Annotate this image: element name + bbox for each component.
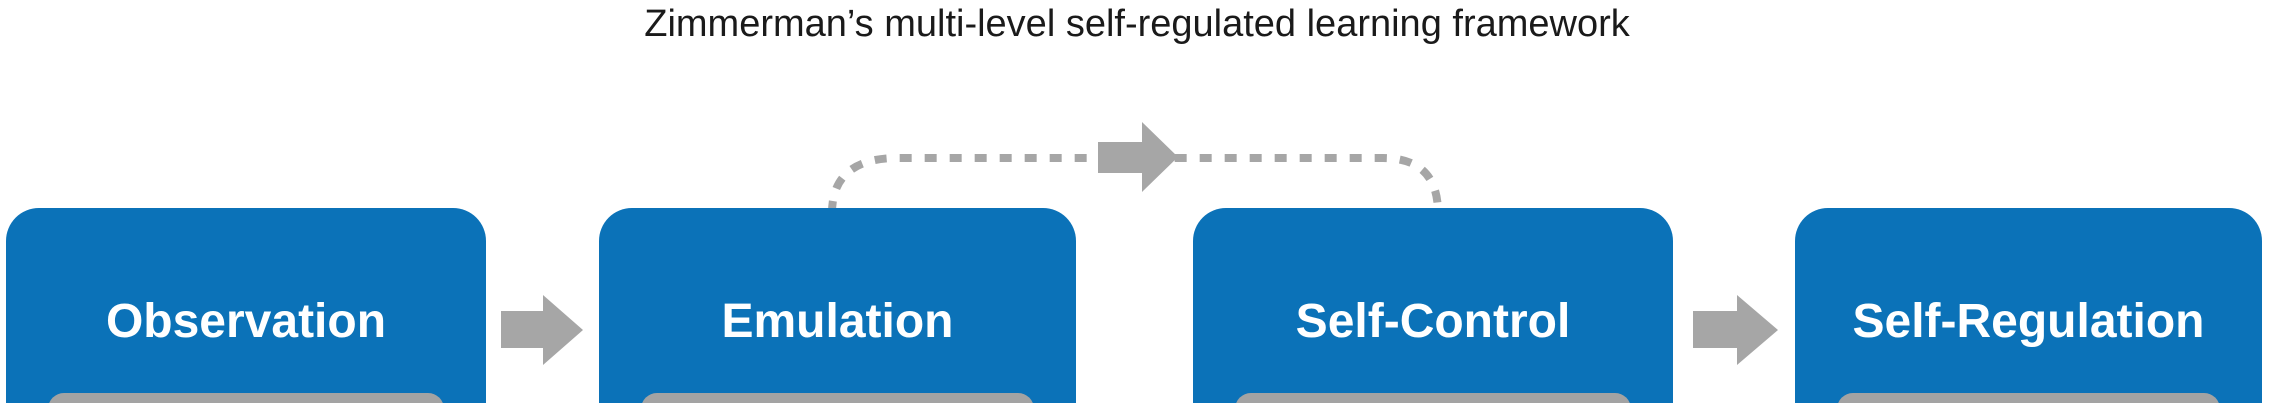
arrow-selfcontrol-to-selfregulation-icon bbox=[1693, 295, 1778, 365]
page-title: Zimmerman’s multi-level self-regulated l… bbox=[644, 3, 1630, 45]
stage-label-emulation: Emulation bbox=[721, 295, 954, 348]
stage-box-observation: Observation bbox=[6, 208, 486, 403]
stage-box-self-control: Self-Control bbox=[1193, 208, 1673, 403]
dashed-curved-connector bbox=[828, 154, 1442, 214]
dashed-connector-arrow-icon bbox=[1098, 122, 1178, 192]
stage-label-self-regulation: Self-Regulation bbox=[1852, 295, 2205, 348]
stage-inner-panel bbox=[1837, 393, 2220, 403]
stage-label-self-control: Self-Control bbox=[1295, 295, 1571, 348]
stage-box-emulation: Emulation bbox=[599, 208, 1076, 403]
stage-inner-panel bbox=[1235, 393, 1631, 403]
stage-box-self-regulation: Self-Regulation bbox=[1795, 208, 2262, 403]
stage-inner-panel bbox=[48, 393, 444, 403]
stage-label-observation: Observation bbox=[105, 295, 387, 348]
stage-inner-panel bbox=[641, 393, 1034, 403]
arrow-observation-to-emulation-icon bbox=[501, 295, 583, 365]
